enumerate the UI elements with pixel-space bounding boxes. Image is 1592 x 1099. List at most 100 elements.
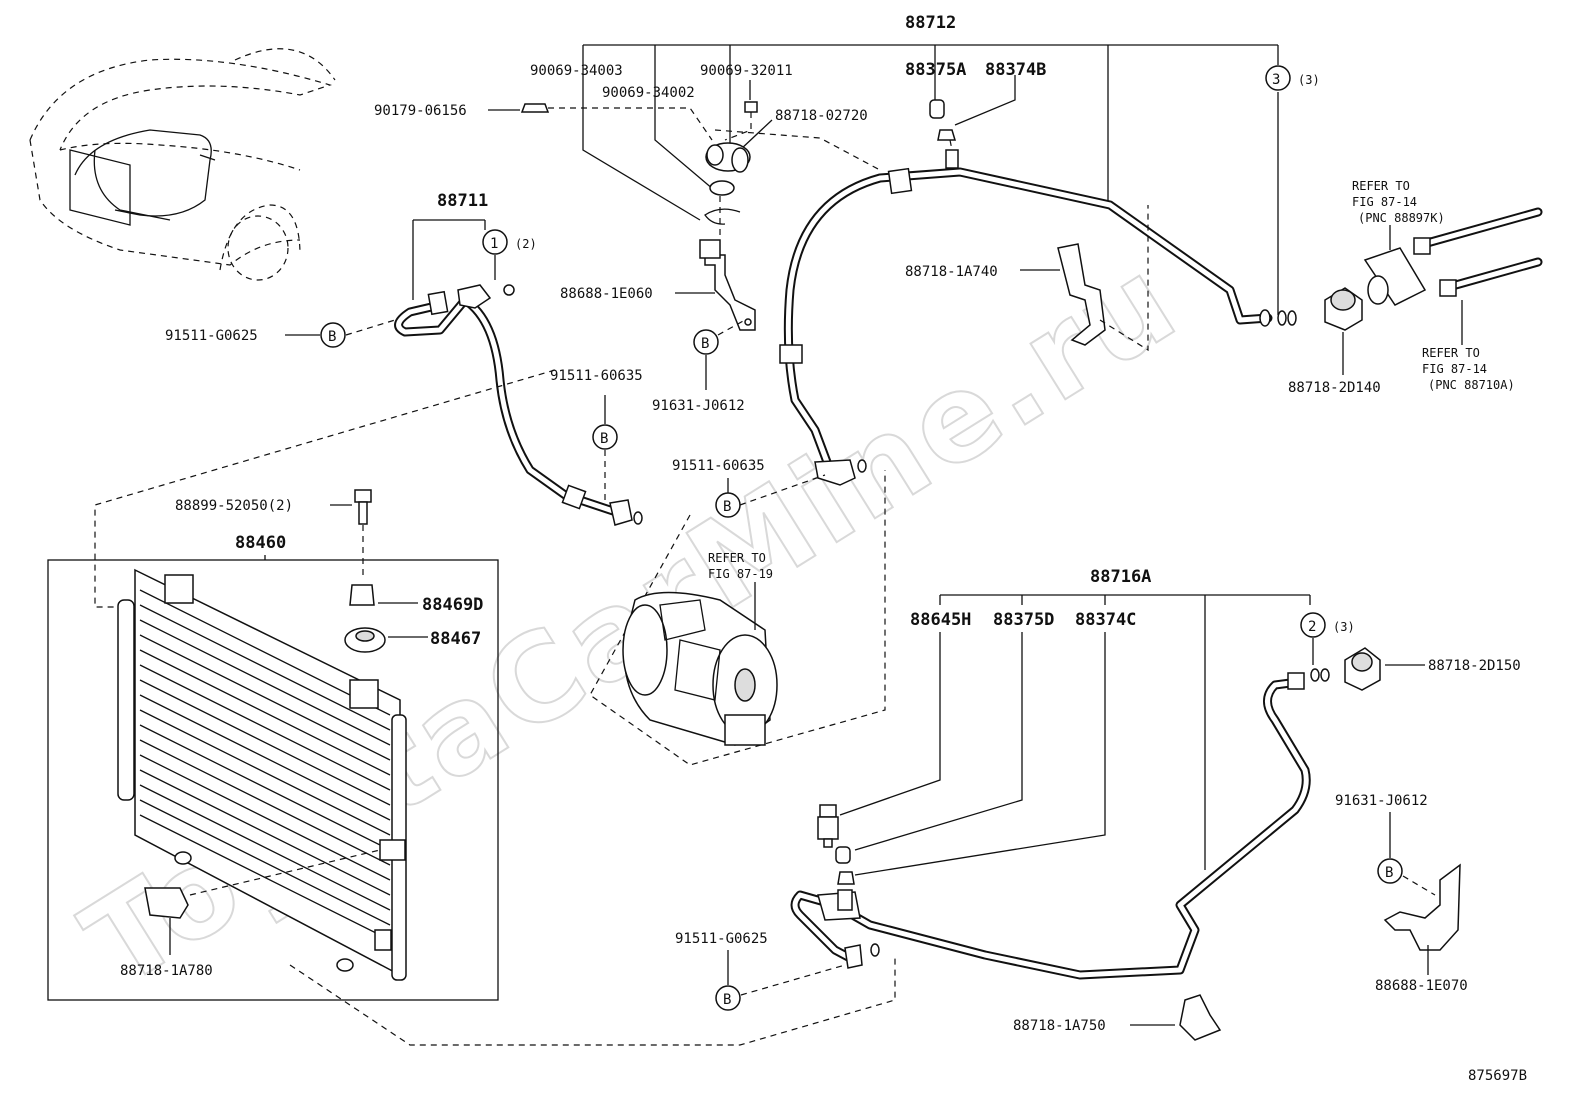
label-88712: 88712 <box>905 13 956 33</box>
label-88688-1E070: 88688-1E070 <box>1375 978 1468 994</box>
callout-b-91631-top <box>693 329 719 355</box>
bracket-88688-1E070 <box>1383 863 1461 951</box>
bolt-88899-52050 <box>354 489 372 525</box>
compressor <box>622 591 778 746</box>
condenser-88460 <box>117 568 407 981</box>
label-88688-1E060: 88688-1E060 <box>560 286 653 302</box>
label-88718-02720: 88718-02720 <box>775 108 868 124</box>
bracket-88688-1E060 <box>699 239 756 331</box>
label-88374B: 88374B <box>985 60 1046 80</box>
o-ring-90069-34003 <box>704 208 741 225</box>
label-90069-32011: 90069-32011 <box>700 63 793 79</box>
nut-90179-06156 <box>520 103 550 113</box>
label-88375A: 88375A <box>905 60 966 80</box>
clamp-88718-1A750 <box>1179 994 1222 1041</box>
nut-88718-2D140 <box>1324 287 1363 331</box>
label-90179-06156: 90179-06156 <box>374 103 467 119</box>
o-ring-callout-2a <box>1310 668 1320 682</box>
callout-1-circle <box>482 229 508 255</box>
liquid-pipe-88716A <box>790 672 1311 980</box>
label-91511-60635-lower: 91511-60635 <box>672 458 765 474</box>
label-88718-1A750: 88718-1A750 <box>1013 1018 1106 1034</box>
callout-b-text-4: B <box>723 499 731 515</box>
label-88467: 88467 <box>430 629 481 649</box>
bolt-90069-32011 <box>744 101 758 113</box>
service-valve-lower <box>837 889 853 911</box>
label-91511-60635-upper: 91511-60635 <box>550 368 643 384</box>
label-88711: 88711 <box>437 191 488 211</box>
grommet-88469D <box>349 584 375 606</box>
ref1-line2: FIG 87-14 <box>1352 195 1417 209</box>
callout-b-91511-lower-left <box>715 985 741 1011</box>
label-90069-34003: 90069-34003 <box>530 63 623 79</box>
cap-88375A <box>929 99 945 119</box>
clamp-88718-02720 <box>705 142 751 173</box>
callout-b-91631-right <box>1377 858 1403 884</box>
o-ring-callout-3a <box>1277 310 1287 326</box>
callout-3-circle <box>1265 65 1291 91</box>
ref3-line1: REFER TO <box>708 551 766 565</box>
callout-b-text-6: B <box>1385 865 1393 881</box>
bracket-88718-1A780 <box>144 887 189 919</box>
cap-88375D <box>835 846 851 864</box>
valve-core-88374B <box>937 129 957 141</box>
diagram-id: 875697B <box>1468 1068 1527 1084</box>
nut-88718-2D150 <box>1344 647 1381 691</box>
label-88460: 88460 <box>235 533 286 553</box>
group-88712-leaders <box>582 44 1279 315</box>
ref1-line1: REFER TO <box>1352 179 1410 193</box>
o-ring-liquid-lower <box>870 943 880 957</box>
label-91511-G0625-lower: 91511-G0625 <box>675 931 768 947</box>
o-ring-90069-34002 <box>709 180 735 196</box>
pressure-switch-88645H <box>817 804 839 848</box>
label-88718-1A740: 88718-1A740 <box>905 264 998 280</box>
label-91511-G0625-left: 91511-G0625 <box>165 328 258 344</box>
callout-1-qty: (2) <box>515 237 537 251</box>
label-88374C: 88374C <box>1075 610 1136 630</box>
refer-fitting-88897K <box>1363 207 1543 306</box>
callout-b-91511-left <box>320 322 346 348</box>
callout-3-number: 3 <box>1272 72 1280 88</box>
condenser-group-box <box>47 559 499 1001</box>
o-ring-callout-2b <box>1320 668 1330 682</box>
discharge-hose-88711 <box>394 284 633 526</box>
label-91631-J0612-top: 91631-J0612 <box>652 398 745 414</box>
suction-hose-88712 <box>779 167 1273 486</box>
ref2-line2: FIG 87-14 <box>1422 362 1487 376</box>
callout-3-qty: (3) <box>1298 73 1320 87</box>
callout-2-qty: (3) <box>1333 620 1355 634</box>
callout-2-circle <box>1300 612 1326 638</box>
service-valve <box>945 149 959 169</box>
o-ring-callout-1 <box>503 284 515 296</box>
bracket-88718-1A740 <box>1057 243 1106 346</box>
ref2-line1: REFER TO <box>1422 346 1480 360</box>
label-88899-52050: 88899-52050(2) <box>175 498 293 514</box>
vehicle-location-sketch <box>29 48 336 281</box>
label-88718-2D140: 88718-2D140 <box>1288 380 1381 396</box>
callout-b-text-5: B <box>723 992 731 1008</box>
label-88375D: 88375D <box>993 610 1054 630</box>
callout-b-text-1: B <box>701 336 709 352</box>
callout-b-text-3: B <box>600 431 608 447</box>
ref2-line3: (PNC 88710A) <box>1428 378 1515 392</box>
ref1-line3: (PNC 88897K) <box>1358 211 1445 225</box>
o-ring-callout-3b <box>1287 310 1297 326</box>
callout-2-number: 2 <box>1308 619 1316 635</box>
ref3-line2: FIG 87-19 <box>708 567 773 581</box>
label-88718-2D150: 88718-2D150 <box>1428 658 1521 674</box>
label-88645H: 88645H <box>910 610 971 630</box>
o-ring-suction-lower <box>857 459 867 473</box>
label-91631-J0612-right: 91631-J0612 <box>1335 793 1428 809</box>
callout-1-number: 1 <box>490 236 498 252</box>
callout-b-text-2: B <box>328 329 336 345</box>
o-ring-discharge-lower <box>633 511 643 525</box>
label-88716A: 88716A <box>1090 567 1151 587</box>
label-90069-34002: 90069-34002 <box>602 85 695 101</box>
callout-b-91511-upper <box>592 424 618 450</box>
valve-core-88374C <box>837 871 855 885</box>
label-88469D: 88469D <box>422 595 483 615</box>
cushion-88467 <box>344 627 386 653</box>
label-88718-1A780: 88718-1A780 <box>120 963 213 979</box>
